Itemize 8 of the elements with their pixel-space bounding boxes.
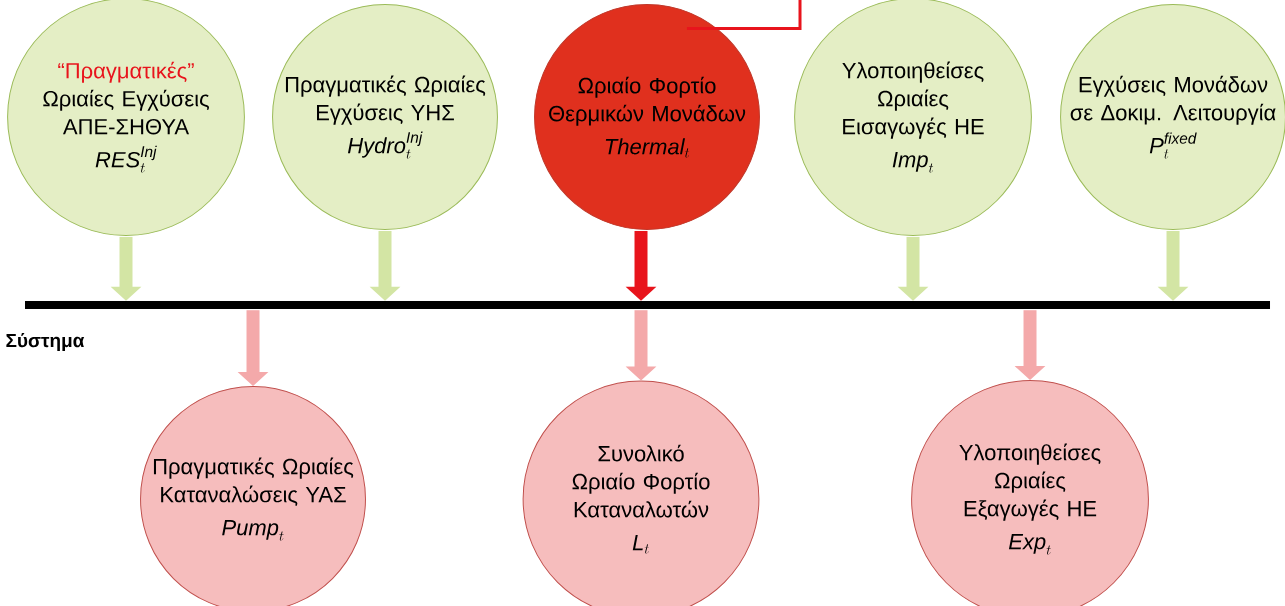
connector-line <box>686 0 802 31</box>
circle-node: Ωριαίο Φορτίο Θερμικών Μονάδων $\textit{Thermal}_t$ <box>534 4 760 230</box>
circle-node: Συνολικό Ωριαίο Φορτίο Καταναλωτών $\textit{L}_t$ <box>522 380 760 606</box>
circle-node: Εγχύσεις Μονάδων σε Δοκιμ. Λειτουργία $\textit{P}_t^{\mathit{fixed}}$ <box>1060 4 1285 230</box>
circle-node: Πραγματικές Ωριαίες Εγχύσεις ΥΗΣ $\textit{Hydro}_t^{\textit{Inj}}$ <box>272 4 498 230</box>
circle-node: Πραγματικές Ωριαίες Καταναλώσεις ΥΑΣ $\textit{Pump}_t$ <box>140 386 366 606</box>
circle-node: Υλοποιηθείσες Ωριαίες Εξαγωγές ΗΕ $\textit{Exp}_t$ <box>911 380 1149 606</box>
system-label: Σύστημα <box>6 333 85 351</box>
